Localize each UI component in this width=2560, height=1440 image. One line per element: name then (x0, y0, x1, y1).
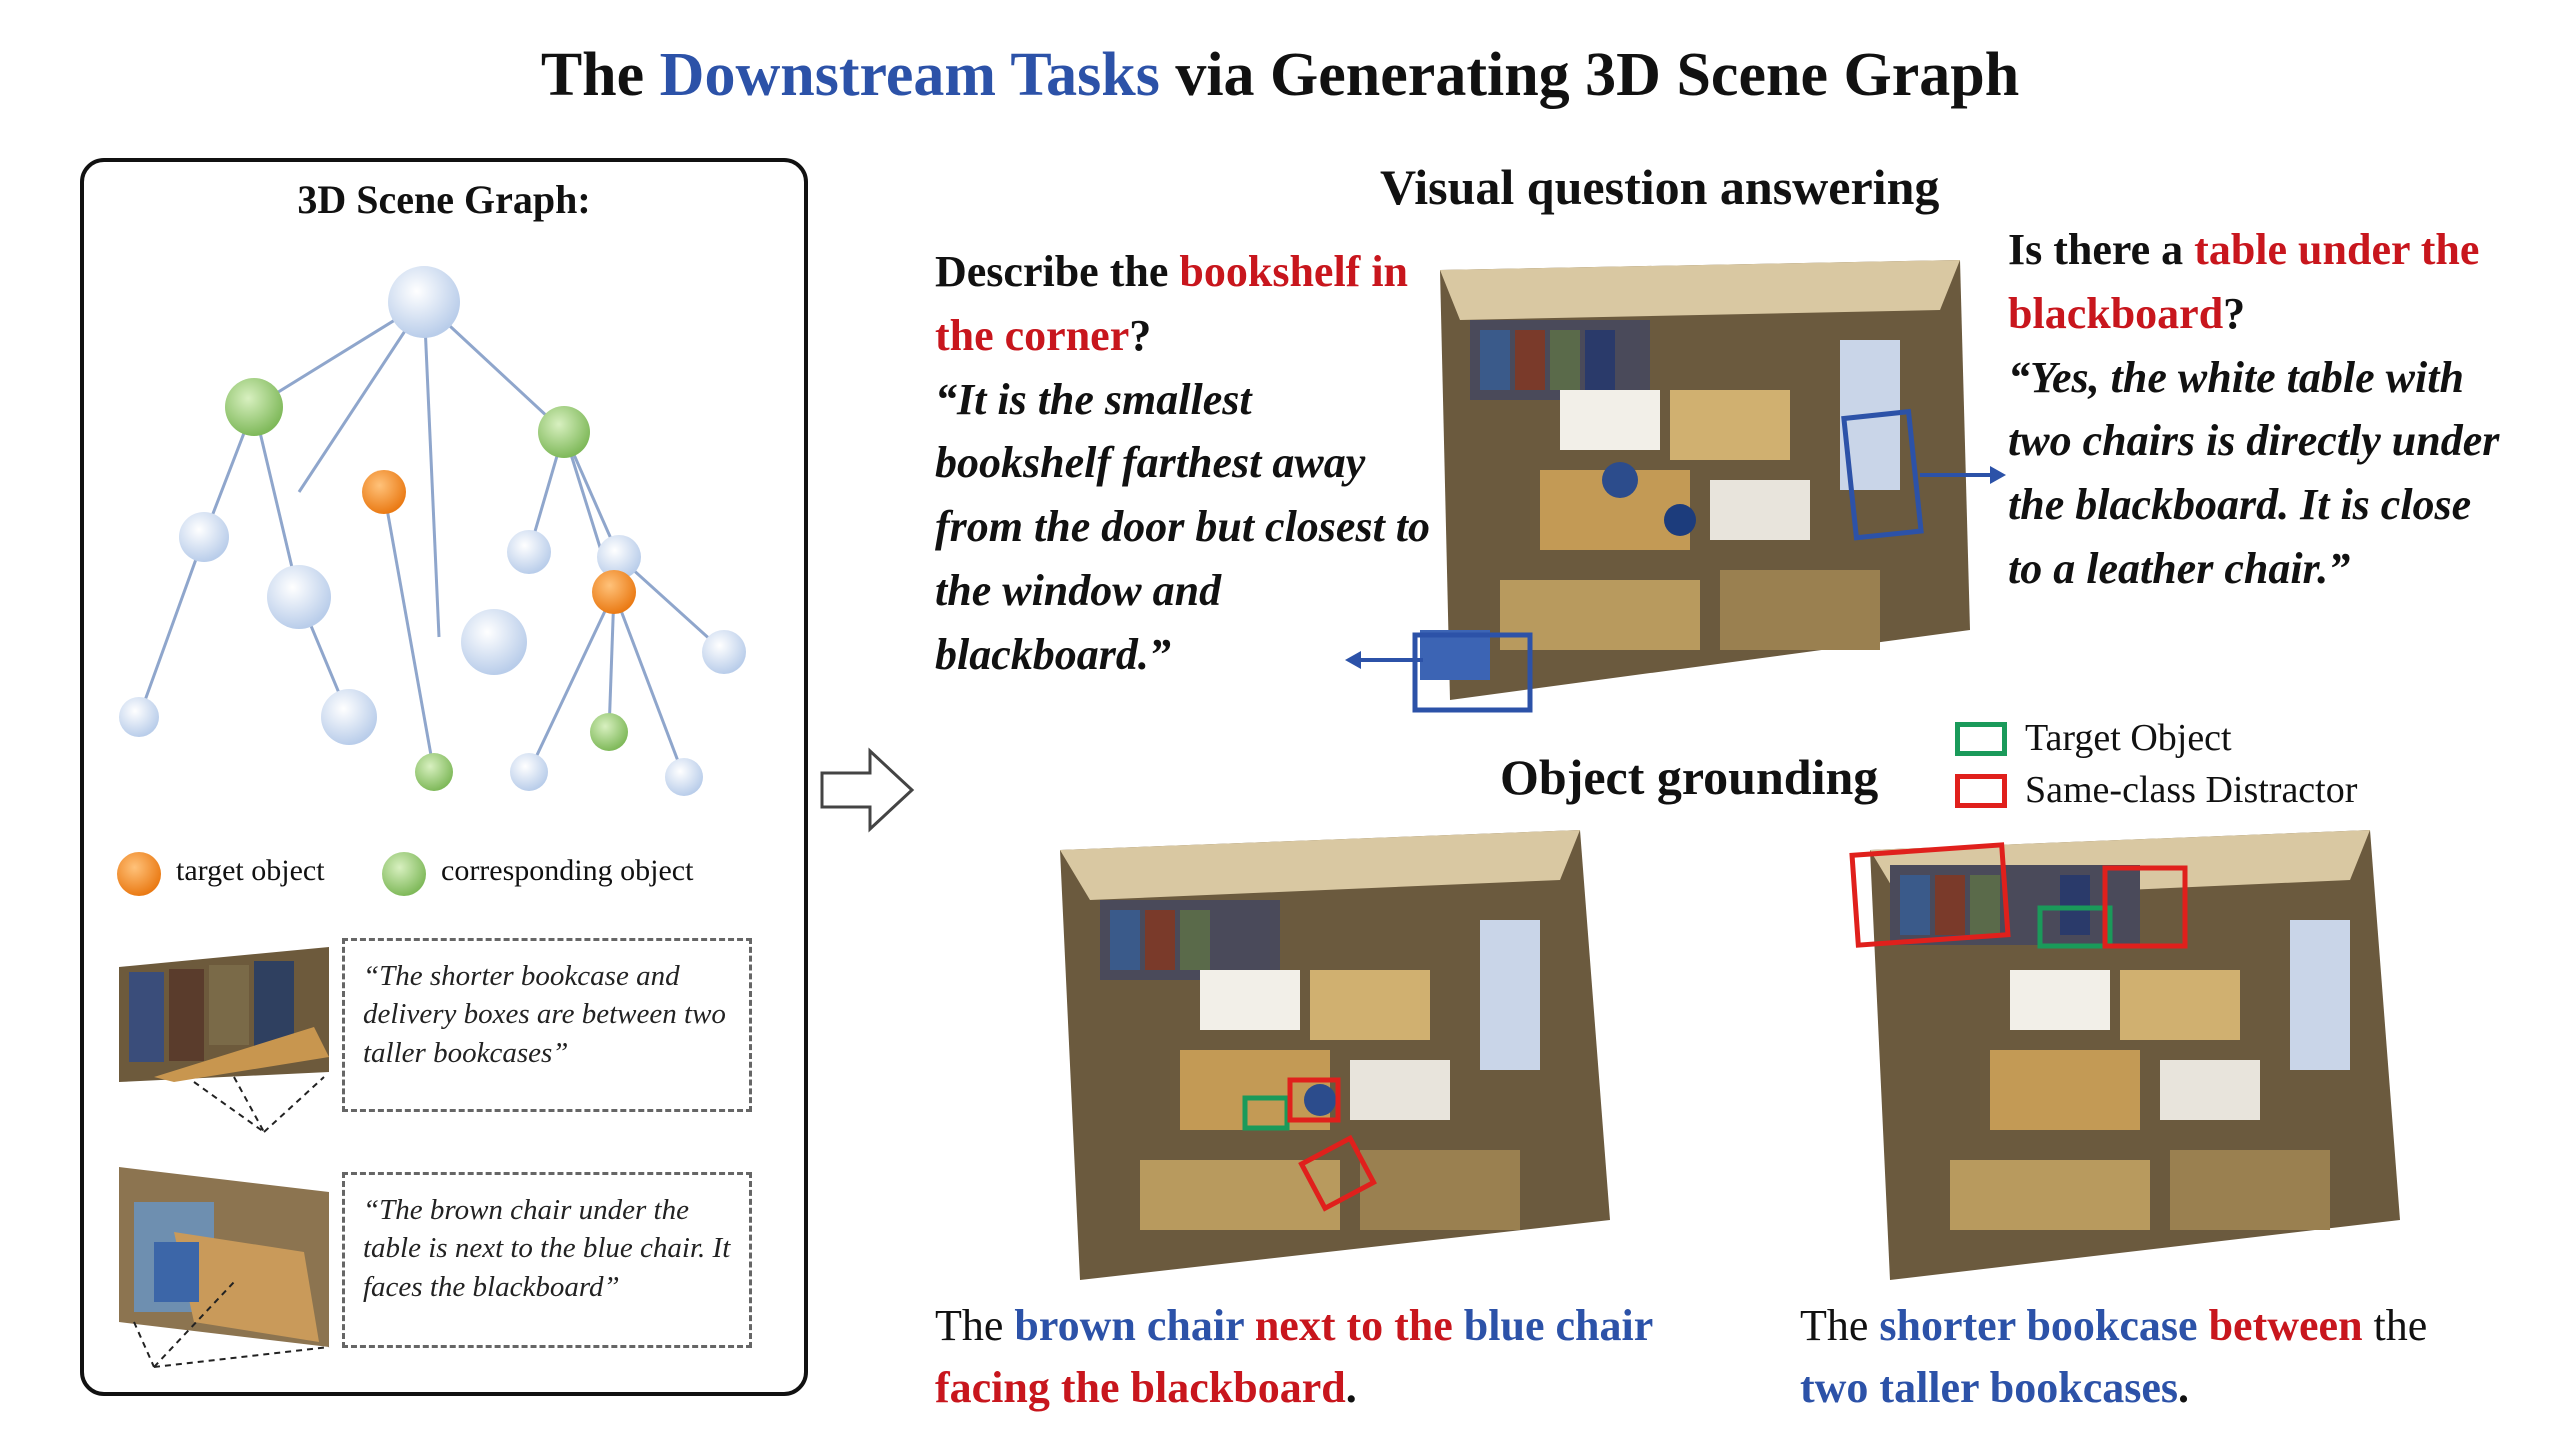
scene-graph-panel: 3D Scene Graph: (80, 158, 808, 1396)
graph-node (507, 530, 551, 574)
caption-left-next-to: next to the (1243, 1301, 1464, 1350)
graph-nodes (119, 266, 746, 796)
graph-node (702, 630, 746, 674)
graph-node (597, 535, 641, 579)
grounding-heading: Object grounding (1500, 749, 1879, 805)
graph-node-corresponding (590, 713, 628, 751)
caption-right-taller-bookcases: two taller bookcases (1800, 1362, 2179, 1412)
vqa-right-pointer-arrow-icon (1920, 466, 2006, 484)
graph-node-corresponding (415, 753, 453, 791)
grounding-caption-right: The shorter bookcase between the two tal… (1800, 1295, 2540, 1418)
graph-node (267, 565, 331, 629)
caption-right-the2: the (2373, 1301, 2428, 1350)
graph-node-target (592, 570, 636, 614)
title-prefix: The (540, 41, 660, 109)
legend-corresponding-dot (382, 852, 426, 896)
page-title: The Downstream Tasks via Generating 3D S… (0, 40, 2560, 111)
legend-target-swatch (1955, 722, 2007, 756)
vqa-left-pointer-arrow-icon (1345, 651, 1423, 669)
caption-right-period: . (2178, 1362, 2190, 1412)
legend-target-dot (117, 852, 161, 896)
caption-right-the: The (1800, 1301, 1880, 1350)
graph-node (179, 512, 229, 562)
vqa-left-qa: Describe the bookshelf in the corner? “I… (935, 240, 1435, 687)
graph-edges (137, 300, 726, 778)
graph-node-corresponding (225, 378, 283, 436)
vqa-right-qa: Is there a table under the blackboard? “… (2008, 218, 2508, 601)
graph-node (461, 609, 527, 675)
flow-arrow-icon (820, 747, 915, 833)
graph-node (665, 758, 703, 796)
graph-node (321, 689, 377, 745)
vqa-right-question-highlight: table under the blackboard (2008, 225, 2480, 338)
legend-corresponding-label: corresponding object (441, 854, 694, 887)
legend-target-object-label: Target Object (2025, 717, 2232, 759)
vqa-left-question-pre: Describe the (935, 247, 1180, 296)
caption-left-brown-chair: brown chair (1014, 1301, 1244, 1350)
grounding-scene-right (1849, 830, 2400, 1280)
legend-distractor-swatch (1955, 774, 2007, 808)
legend-target-label: target object (176, 854, 325, 887)
caption-left-facing: facing the blackboard (935, 1362, 1346, 1412)
graph-node-target (362, 470, 406, 514)
vqa-scene-image (1412, 260, 1970, 713)
graph-node-root (388, 266, 460, 338)
caption-left-period: . (1345, 1362, 1357, 1412)
graph-node-corresponding (538, 406, 590, 458)
camera-view-bookcase (119, 947, 329, 1133)
description-box-1: “The shorter bookcase and delivery boxes… (342, 938, 752, 1112)
vqa-right-question-post: ? (2223, 288, 2246, 338)
legend-distractor-label: Same-class Distractor (2025, 769, 2358, 811)
scene-graph-diagram (117, 266, 746, 896)
description-box-2: “The brown chair under the table is next… (342, 1172, 752, 1348)
graph-node (510, 753, 548, 791)
vqa-left-answer: “It is the smallest bookshelf farthest a… (935, 374, 1431, 679)
caption-right-shorter-bookcase: shorter bookcase (1879, 1301, 2198, 1350)
camera-view-chair (119, 1167, 330, 1368)
caption-left-blue-chair: blue chair (1463, 1301, 1654, 1350)
graph-node (119, 697, 159, 737)
grounding-scene-left (1060, 830, 1610, 1280)
caption-right-between: between (2197, 1301, 2374, 1350)
scene-graph-heading: 3D Scene Graph: (297, 177, 591, 222)
vqa-left-question-post: ? (1129, 310, 1152, 360)
title-highlight: Downstream Tasks (659, 41, 1160, 109)
title-suffix: via Generating 3D Scene Graph (1159, 41, 2020, 109)
vqa-left-question-highlight: bookshelf in the corner (935, 247, 1409, 360)
grounding-caption-left: The brown chair next to the blue chair f… (935, 1295, 1775, 1418)
vqa-heading: Visual question answering (1380, 159, 1940, 215)
vqa-right-answer: “Yes, the white table with two chairs is… (2008, 352, 2500, 593)
vqa-right-question-pre: Is there a (2008, 225, 2195, 274)
caption-left-the: The (935, 1301, 1015, 1350)
